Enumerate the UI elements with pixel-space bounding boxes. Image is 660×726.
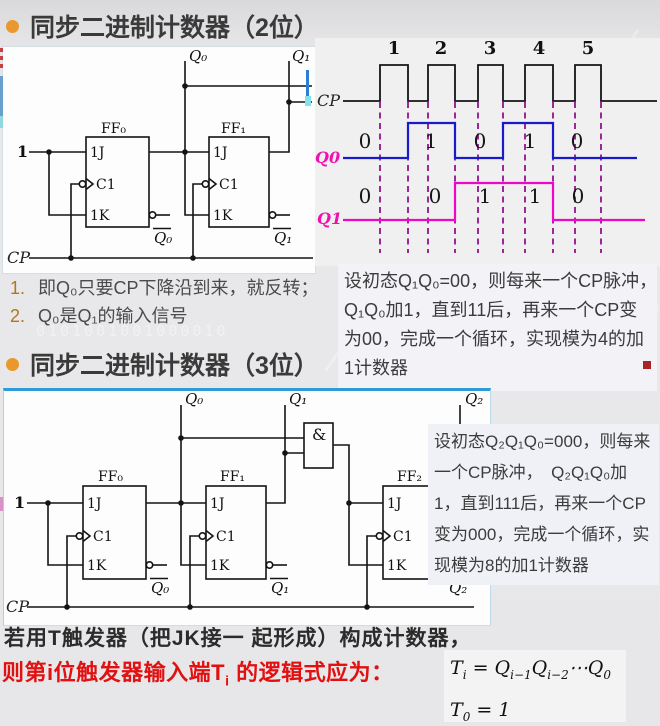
schematic-2bit-counter: Q₀ Q₁ FF₀ FF₁ 1J C1 1K 1J C1 1K 1 CP Q₀ … — [2, 46, 316, 274]
constant-1-input: 1 — [14, 493, 25, 512]
section-title-3bit: 同步二进制计数器（3位） — [6, 346, 319, 382]
ff0-name: FF₀ — [101, 121, 126, 137]
ff1-j-pin: 1J — [213, 145, 228, 161]
ff1-box — [208, 136, 270, 228]
and-gate-symbol: & — [312, 425, 326, 444]
ff1-k-pin: 1K — [210, 558, 230, 574]
bullet-icon — [6, 19, 19, 33]
ff1-box — [205, 485, 267, 580]
logic-value: 0 — [572, 184, 585, 208]
ff0-box — [85, 136, 150, 228]
nq1-output-label: Q₁ — [274, 229, 292, 247]
clock-wedge-icon — [205, 529, 215, 543]
section-title-3bit-label: 同步二进制计数器（3位） — [30, 352, 319, 380]
bullet-icon — [6, 357, 19, 371]
clock-wedge-icon — [208, 177, 218, 191]
logic-value: 1 — [524, 129, 537, 153]
ff1-c-pin: C1 — [216, 529, 236, 545]
q0-output-label: Q₀ — [189, 47, 207, 65]
section-title-2bit: 同步二进制计数器（2位） — [6, 8, 319, 44]
ff0-j-pin: 1J — [87, 496, 102, 512]
logic-value: 0 — [359, 184, 372, 208]
list-number: 2. — [10, 306, 26, 326]
nq0-output-label: Q₀ — [151, 579, 169, 597]
cp-pulse-number: 4 — [533, 38, 546, 59]
ff2-name: FF₂ — [397, 469, 422, 485]
logic-value: 1 — [425, 129, 438, 153]
notes-list: 1. 即Q₀只要CP下降沿到来，就反转； 2. Q₀是Q₁的输入信号 — [10, 276, 340, 332]
q0-label: Q0 — [315, 148, 340, 167]
clock-wedge-icon — [382, 529, 392, 543]
ff1-name: FF₁ — [220, 469, 245, 485]
formula-line-1: Ti = Qi−1Qi−2⋯Q0 — [450, 657, 611, 682]
cp-pulse-number: 1 — [388, 38, 401, 59]
red-text-part2: 的逻辑式应为： — [229, 660, 394, 685]
schematic-3bit-counter: Q₀ Q₁ Q₂ & FF₀ FF₁ FF₂ 1J C1 1K 1J C1 1K… — [3, 388, 491, 626]
q0-output-label: Q₀ — [185, 391, 203, 408]
t-flipflop-note: 若用T触发器（把JK接一 起形成）构成计数器， — [4, 627, 472, 650]
schematic-3bit-svg: Q₀ Q₁ Q₂ & FF₀ FF₁ FF₂ 1J C1 1K 1J C1 1K… — [6, 391, 483, 616]
ff1-k-pin: 1K — [213, 208, 233, 224]
logic-value: 0 — [474, 129, 487, 153]
ff0-name: FF₀ — [98, 469, 123, 485]
cp-label: CP — [317, 91, 340, 110]
explanation-3bit: 设初态Q₂Q₁Q₀=000，则每来一个CP脉冲， Q₂Q₁Q₀加1，直到111后… — [428, 424, 659, 585]
list-text: 即Q₀只要CP下降沿到来，就反转； — [38, 278, 319, 298]
constant-1-input: 1 — [17, 142, 28, 161]
formula-line-2: T0 = 1 — [450, 698, 511, 724]
ff1-c-pin: C1 — [219, 177, 239, 193]
logic-value: 0 — [429, 184, 442, 208]
logic-value: 1 — [529, 184, 542, 208]
list-text: Q₀是Q₁的输入信号 — [38, 306, 188, 326]
list-item: 2. Q₀是Q₁的输入信号 — [10, 304, 340, 329]
ff2-c-pin: C1 — [393, 529, 413, 545]
cp-pulse-number: 3 — [484, 38, 497, 59]
logic-value: 0 — [571, 129, 584, 153]
ff1-name: FF₁ — [221, 121, 246, 137]
clock-wedge-icon — [85, 177, 95, 191]
ff2-j-pin: 1J — [387, 496, 402, 512]
nq1-output-label: Q₁ — [271, 579, 289, 597]
q1-output-label: Q₁ — [292, 47, 310, 65]
ff0-j-pin: 1J — [90, 145, 105, 161]
red-text-subscript: i — [225, 672, 230, 689]
cp-waveform — [343, 64, 657, 102]
cp-input-label: CP — [6, 597, 29, 616]
logic-value: 0 — [359, 129, 372, 153]
ff0-k-pin: 1K — [87, 558, 107, 574]
timing-diagram-svg: CP 1 2 3 4 5Q0 0 1 0 1 0Q1 0 0 1 1 0 — [315, 38, 657, 253]
logic-formula: Ti = Qi−1Qi−2⋯Q0 T0 = 1 — [444, 650, 626, 724]
section-title-2bit-label: 同步二进制计数器（2位） — [30, 14, 319, 42]
q1-waveform — [343, 181, 645, 222]
explanation-2bit: 设初态Q₁Q₀=00，则每来一个CP脉冲， Q₁Q₀加1，直到11后，再来一个C… — [338, 264, 660, 391]
ff2-k-pin: 1K — [387, 558, 407, 574]
ff0-c-pin: C1 — [93, 529, 113, 545]
clock-wedge-icon — [82, 529, 92, 543]
q1-label: Q1 — [317, 209, 342, 228]
ff0-box — [82, 485, 147, 580]
red-text-part1: 则第i位触发器输入端T — [2, 660, 226, 685]
ff0-c-pin: C1 — [96, 177, 116, 193]
cp-input-label: CP — [7, 248, 30, 267]
list-number: 1. — [10, 278, 26, 298]
schematic-2bit-svg: Q₀ Q₁ FF₀ FF₁ 1J C1 1K 1J C1 1K 1 CP Q₀ … — [7, 47, 313, 267]
q0-waveform — [343, 121, 637, 160]
nq0-output-label: Q₀ — [154, 229, 172, 247]
ff1-j-pin: 1J — [210, 496, 225, 512]
ff0-k-pin: 1K — [90, 208, 110, 224]
q1-output-label: Q₁ — [289, 391, 307, 408]
logic-expression-prompt: 则第i位触发器输入端Ti 的逻辑式应为： — [2, 655, 394, 688]
logic-value: 1 — [479, 184, 492, 208]
cp-pulse-number: 2 — [435, 38, 448, 59]
cp-pulse-number: 5 — [582, 38, 595, 59]
list-item: 1. 即Q₀只要CP下降沿到来，就反转； — [10, 276, 340, 301]
q2-output-label: Q₂ — [465, 391, 483, 408]
